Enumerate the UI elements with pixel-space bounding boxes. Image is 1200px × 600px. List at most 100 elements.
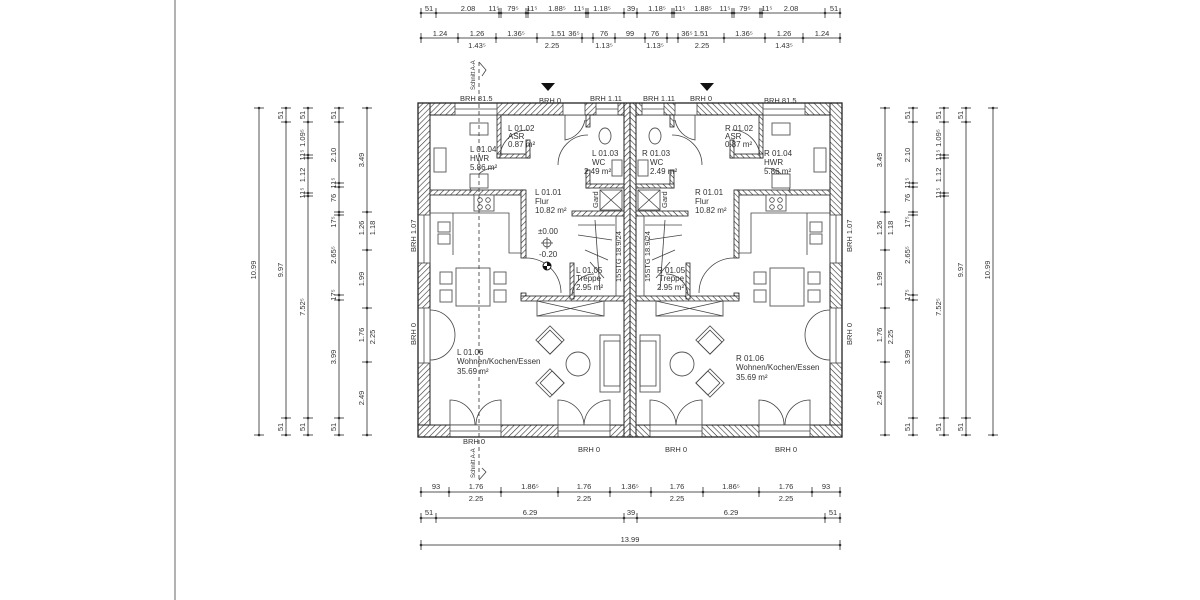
dimension-label: 93 (432, 482, 440, 491)
dimension-dot (337, 298, 341, 302)
dimension-dot (672, 11, 676, 15)
dimension-dot (991, 106, 995, 110)
dimension-label: 6.29 (724, 508, 739, 517)
dimension-label: 2.25 (886, 330, 895, 345)
dimension-dot (584, 11, 588, 15)
dimension-label: 51 (956, 423, 965, 431)
dimension-dot (591, 36, 595, 40)
dimension-label: 36⁵ (568, 29, 579, 38)
dimension-label: 1.26 (470, 29, 485, 38)
dimension-dot (524, 11, 528, 15)
brh-label: BRH 0 (578, 445, 600, 454)
dimension-dot (419, 11, 423, 15)
dimension-dot (337, 106, 341, 110)
brh-label: BRH 81.5 (764, 96, 797, 105)
level-label: ±0.00 (538, 227, 559, 236)
dimension-dot (284, 433, 288, 437)
wardrobe-label-left: Gard (591, 191, 600, 208)
dimension-dot (760, 11, 764, 15)
section-label-bottom: Schnitt A-A (471, 448, 477, 478)
brh-label: BRH 1.07 (845, 219, 854, 252)
dimension-dot (823, 516, 827, 520)
dimension-dot (942, 106, 946, 110)
dimension-label: 11⁵ (489, 4, 500, 13)
dimension-label: 51 (329, 423, 338, 431)
dimension-dot (635, 11, 639, 15)
dimension-label: 1.99 (357, 272, 366, 287)
dimension-dot (494, 36, 498, 40)
dimension-label: 2.65⁵ (903, 246, 912, 264)
dimension-label: 2.25 (577, 494, 592, 503)
dimension-dot (526, 11, 530, 15)
section-line-marker: Schnitt A-A Schnitt A-A (471, 60, 487, 481)
dimension-label: 1.26 (777, 29, 792, 38)
dimension-dot (497, 11, 501, 15)
dimension-dot (499, 490, 503, 494)
dimension-label: 1.88⁵ (548, 4, 566, 13)
dimension-dot (838, 543, 842, 547)
dimension-label: 1.76 (469, 482, 484, 491)
dimension-dot (337, 185, 341, 189)
dimension-label: 36⁵ (681, 29, 692, 38)
dimension-label: 1.43⁵ (775, 41, 793, 50)
dimension-dot (757, 490, 761, 494)
dimension-dot (337, 433, 341, 437)
dimension-dot (964, 120, 968, 124)
dimension-label: 11⁵ (675, 4, 686, 13)
dimension-dot (306, 416, 310, 420)
dimension-label: 1.26 (357, 221, 366, 236)
dimension-dot (306, 156, 310, 160)
dimension-dot (447, 490, 451, 494)
dimension-label: 11⁵ (720, 4, 731, 13)
dimension-dot (337, 120, 341, 124)
dimension-dot (838, 36, 842, 40)
dimension-label: 11⁵ (298, 188, 307, 199)
dimension-label: 7.52⁵ (298, 298, 307, 316)
dimension-label: 1.36⁵ (507, 29, 525, 38)
dimension-dot (535, 36, 539, 40)
dimension-label: 2.65⁵ (329, 246, 338, 264)
dimension-label: 6.29 (523, 508, 538, 517)
dimension-label: 9.97 (276, 263, 285, 278)
brh-label: BRH 0 (845, 323, 854, 345)
dimension-label: 17⁵ (903, 216, 912, 227)
dimension-label: 1.24 (433, 29, 448, 38)
dimension-label: 76 (329, 194, 338, 202)
dimension-dot (838, 11, 842, 15)
dimension-dot (306, 153, 310, 157)
dimension-dot (257, 106, 261, 110)
dimension-dot (643, 36, 647, 40)
dimension-dot (284, 120, 288, 124)
dimension-label: 1.12 (934, 168, 943, 183)
dimension-label: 1.13⁵ (595, 41, 613, 50)
brh-label: BRH 0 (463, 437, 485, 446)
brh-label: BRH 1.07 (409, 219, 418, 252)
dimension-dot (337, 181, 341, 185)
dimension-dot (306, 191, 310, 195)
dimension-label: 2.25 (670, 494, 685, 503)
dimension-dot (964, 433, 968, 437)
dimension-label: 2.10 (903, 148, 912, 163)
dimension-label: 76 (600, 29, 608, 38)
dimension-label: 2.25 (779, 494, 794, 503)
dimension-dot (911, 106, 915, 110)
dimension-label: 51 (298, 423, 307, 431)
dimension-label: 79⁵ (739, 4, 750, 13)
brh-label: BRH 0 (539, 96, 561, 105)
dimension-label: 2.08 (784, 4, 799, 13)
dimension-label: 1.86⁵ (521, 482, 539, 491)
dimension-label: 2.25 (545, 41, 560, 50)
dimension-dot (608, 490, 612, 494)
dimension-dot (810, 490, 814, 494)
dimension-label: 39 (627, 508, 635, 517)
dimension-label: 99 (626, 29, 634, 38)
dimension-dot (337, 213, 341, 217)
